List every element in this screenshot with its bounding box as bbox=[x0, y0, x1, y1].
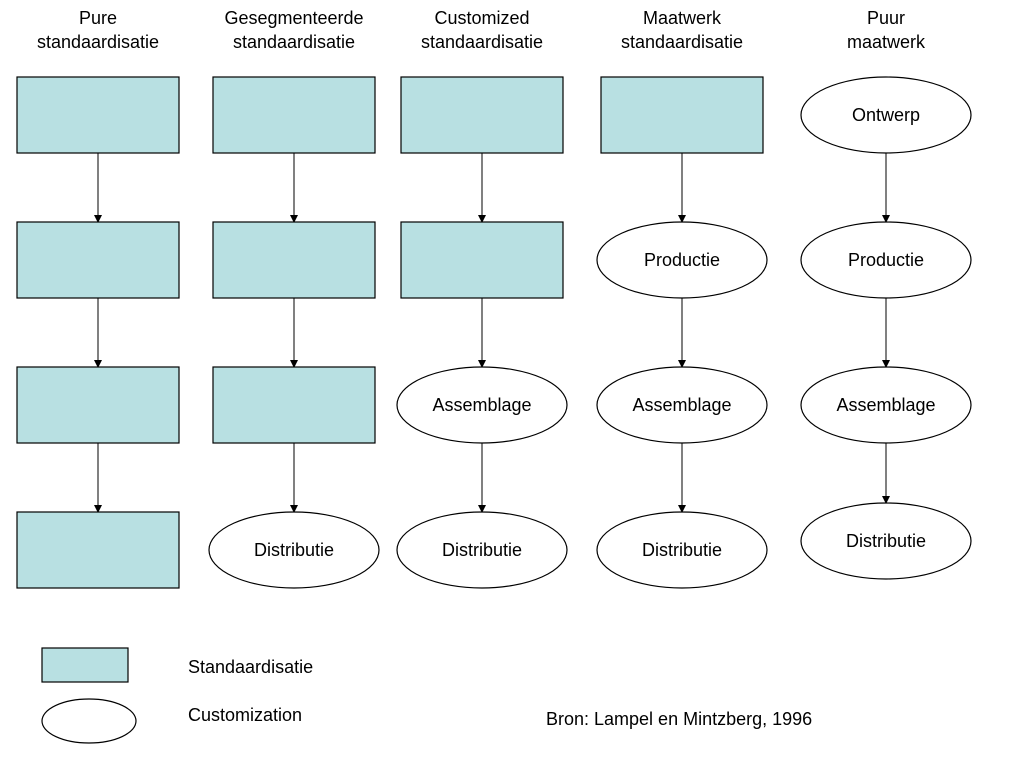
node-label: Productie bbox=[644, 250, 720, 270]
node-label: Distributie bbox=[442, 540, 522, 560]
column-header-5-line-1: Puur bbox=[867, 8, 905, 28]
customization-ellipse bbox=[596, 221, 768, 299]
node-label: Assemblage bbox=[632, 395, 731, 415]
customization-ellipse bbox=[396, 366, 568, 444]
column-header-3-line-2: standaardisatie bbox=[421, 32, 543, 52]
source-citation: Bron: Lampel en Mintzberg, 1996 bbox=[546, 709, 812, 729]
connector-layer bbox=[94, 153, 890, 513]
column-header-4-line-1: Maatwerk bbox=[643, 8, 722, 28]
node-label: Productie bbox=[848, 250, 924, 270]
column-header-1-line-1: Pure bbox=[79, 8, 117, 28]
node-col3-row1 bbox=[400, 76, 564, 154]
column-header-3-line-1: Customized bbox=[434, 8, 529, 28]
column-header-5-line-2: maatwerk bbox=[847, 32, 926, 52]
node-col4-row1 bbox=[600, 76, 764, 154]
standardization-box bbox=[212, 76, 376, 154]
standardization-box bbox=[16, 76, 180, 154]
node-col2-row1 bbox=[212, 76, 376, 154]
legend-box-swatch bbox=[41, 647, 129, 683]
node-col5-row2: Productie bbox=[800, 221, 972, 299]
legend-ellipse-swatch bbox=[41, 698, 137, 744]
customization-ellipse bbox=[800, 76, 972, 154]
standardization-box bbox=[212, 366, 376, 444]
node-col1-row3 bbox=[16, 366, 180, 444]
node-label: Assemblage bbox=[836, 395, 935, 415]
node-label: Distributie bbox=[846, 531, 926, 551]
node-col3-row3: Assemblage bbox=[396, 366, 568, 444]
legend-ellipse-label: Customization bbox=[188, 705, 302, 725]
standardization-box bbox=[16, 221, 180, 299]
standardization-box bbox=[600, 76, 764, 154]
column-headers: Pure standaardisatie Gesegmenteerde standaa… bbox=[37, 8, 926, 52]
column-header-2-line-2: standaardisatie bbox=[233, 32, 355, 52]
node-col5-row4: Distributie bbox=[800, 502, 972, 580]
column-header-1-line-2: standaardisatie bbox=[37, 32, 159, 52]
standardization-box bbox=[16, 366, 180, 444]
legend-box-label: Standaardisatie bbox=[188, 657, 313, 677]
standardization-box bbox=[400, 221, 564, 299]
node-col5-row1: Ontwerp bbox=[800, 76, 972, 154]
customization-ellipse bbox=[800, 502, 972, 580]
node-col2-row2 bbox=[212, 221, 376, 299]
customization-ellipse bbox=[596, 511, 768, 589]
customization-ellipse bbox=[800, 221, 972, 299]
node-label: Assemblage bbox=[432, 395, 531, 415]
node-col3-row2 bbox=[400, 221, 564, 299]
node-label: Distributie bbox=[642, 540, 722, 560]
node-col1-row4 bbox=[16, 511, 180, 589]
node-col4-row4: Distributie bbox=[596, 511, 768, 589]
standardization-box bbox=[400, 76, 564, 154]
node-col2-row4: Distributie bbox=[208, 511, 380, 589]
node-col5-row3: Assemblage bbox=[800, 366, 972, 444]
node-col1-row2 bbox=[16, 221, 180, 299]
column-header-4-line-2: standaardisatie bbox=[621, 32, 743, 52]
node-col2-row3 bbox=[212, 366, 376, 444]
node-col4-row3: Assemblage bbox=[596, 366, 768, 444]
column-header-2-line-1: Gesegmenteerde bbox=[224, 8, 363, 28]
customization-ellipse bbox=[800, 366, 972, 444]
node-col3-row4: Distributie bbox=[396, 511, 568, 589]
customization-ellipse bbox=[208, 511, 380, 589]
standardization-box bbox=[212, 221, 376, 299]
node-col1-row1 bbox=[16, 76, 180, 154]
customization-ellipse bbox=[396, 511, 568, 589]
node-label: Ontwerp bbox=[852, 105, 920, 125]
standardization-box bbox=[16, 511, 180, 589]
customization-ellipse bbox=[596, 366, 768, 444]
node-col4-row2: Productie bbox=[596, 221, 768, 299]
node-label: Distributie bbox=[254, 540, 334, 560]
legend: Standaardisatie Customization bbox=[41, 647, 313, 744]
